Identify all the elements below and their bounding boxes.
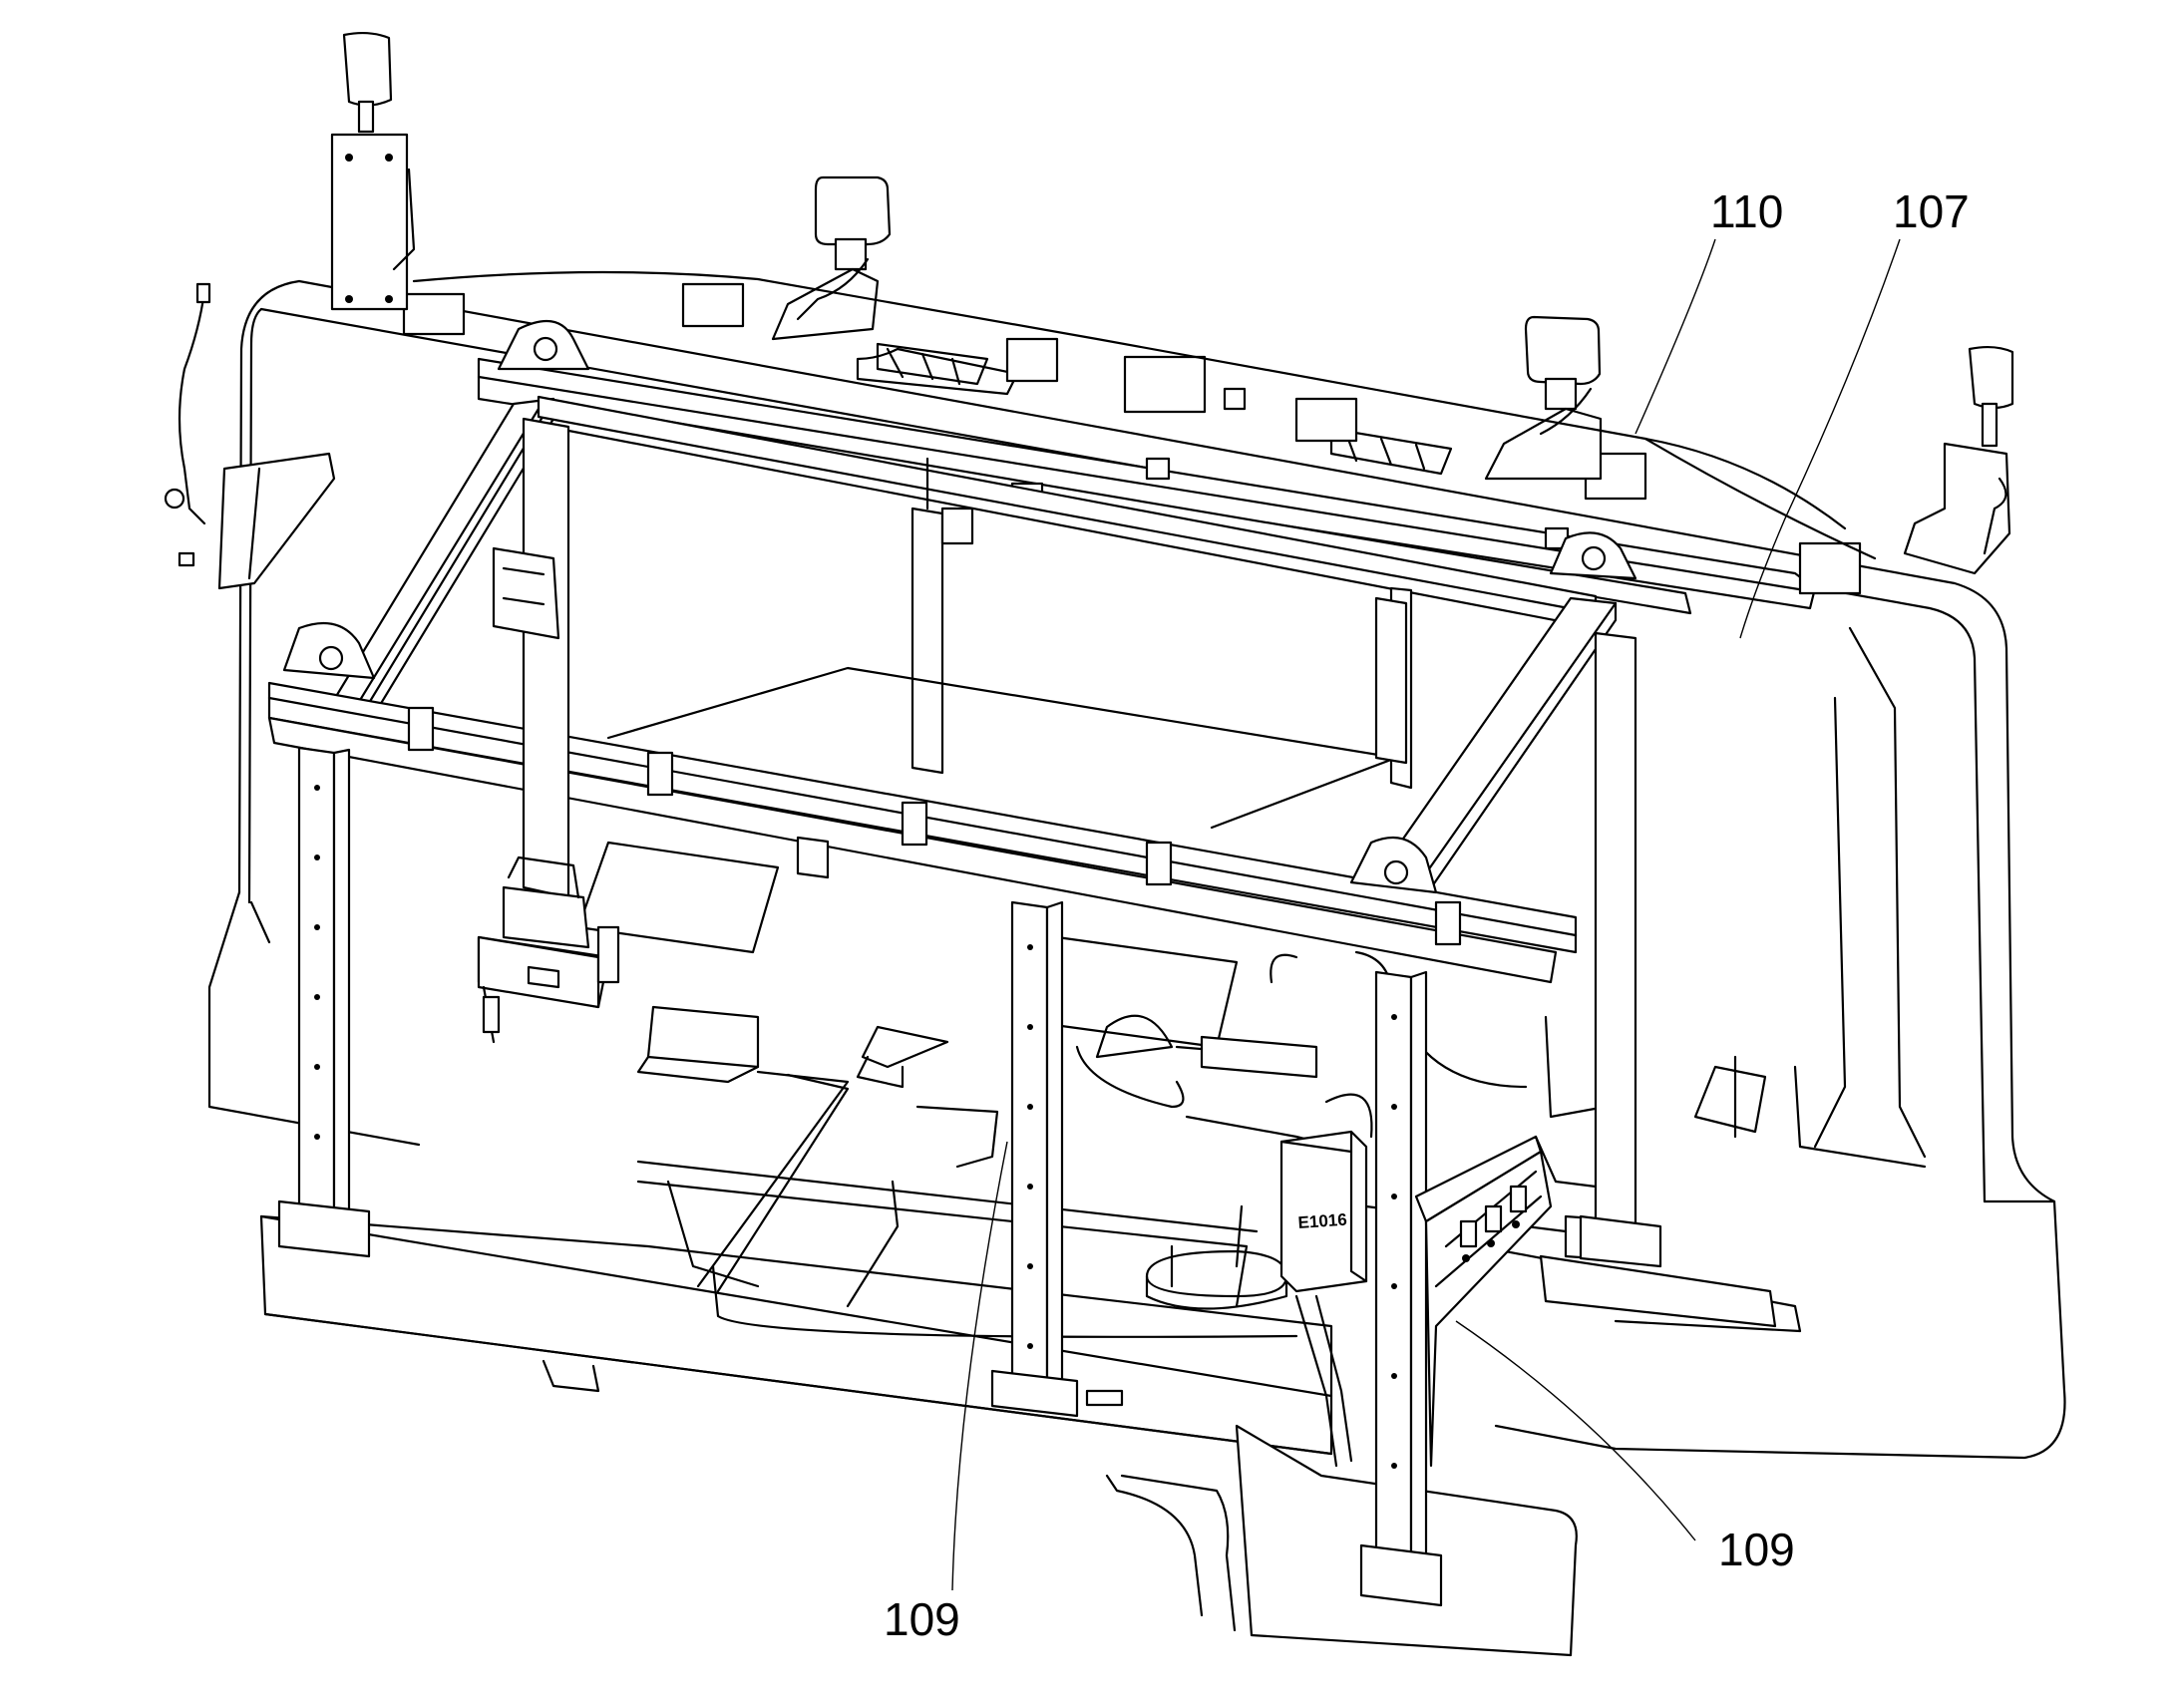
beacon-right [1903,345,2014,575]
reference-numeral-107: 107 [1893,185,1970,237]
beacon-left [330,31,416,311]
leader-line-109-right [1455,1320,1696,1541]
wire-harness-110 [412,270,1877,560]
left-equipment [477,546,830,1044]
junction-box-e1016: E1016 [1279,1093,1373,1468]
junction-box-label: E1016 [1297,1210,1347,1232]
rear-top-beam [402,282,1862,615]
outer-shell [207,279,2066,1460]
work-light-right [1484,315,1603,481]
vertical-legs [277,417,1662,1607]
leader-line-110 [1635,238,1716,435]
reference-numeral-110: 110 [1710,185,1783,237]
reference-numeral-109-left: 109 [884,1593,960,1645]
work-light-left [771,175,892,341]
cable-tray-109-right [1414,1135,1553,1468]
lower-framework [477,841,1737,1338]
leader-line-107 [1739,238,1901,639]
leader-lines [951,238,1901,1591]
leader-line-109-left [951,1141,1008,1591]
side-sensor-cable [164,282,211,567]
main-frame [217,319,1637,984]
reference-numeral-109-right: 109 [1718,1524,1795,1575]
